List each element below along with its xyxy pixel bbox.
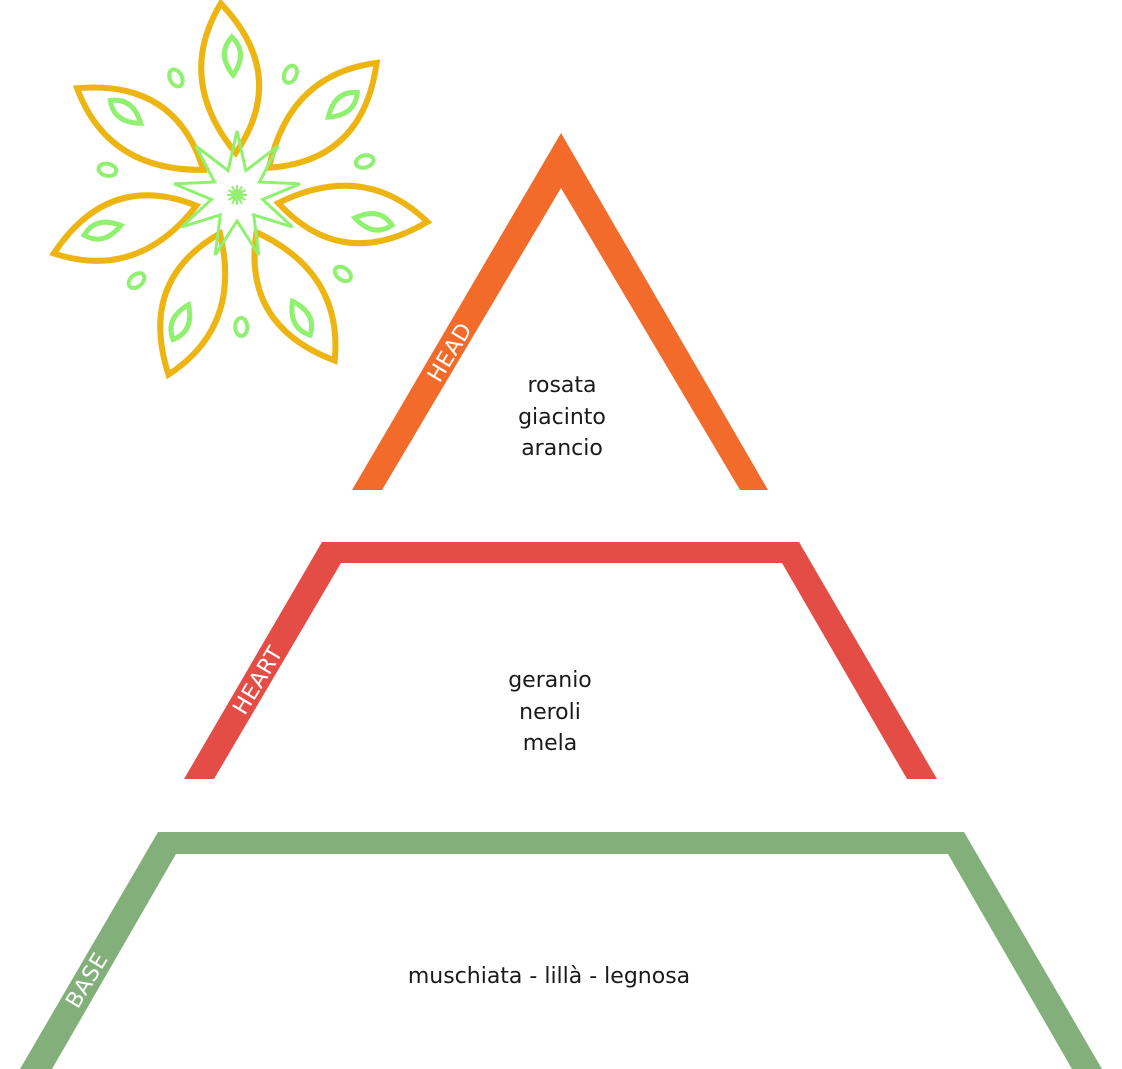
heart-note: mela [523,731,578,756]
base-note: muschiata - lillà - legnosa [408,964,690,989]
heart-note: neroli [519,700,581,725]
flower-seed [325,90,360,120]
flower-petal [198,0,263,159]
flower-dot [281,63,299,85]
head-notes: rosata giacinto arancio [518,373,606,461]
head-note: rosata [527,373,596,398]
flower-seed [107,97,145,126]
heart-notes: geranio neroli mela [508,668,592,756]
flower-dot [167,67,185,89]
base-tier-label: BASE [61,949,113,1013]
flower-dot [353,153,376,170]
flower-petal [273,182,433,247]
flower-petal [49,192,202,264]
flower-seed [350,211,396,233]
head-tier-frame [352,133,768,490]
flower-seed [168,300,193,343]
head-note: arancio [521,436,603,461]
flower-dot [126,271,147,291]
base-tier-frame [20,832,1102,1069]
flower-star-icon [173,130,301,256]
head-tier-label: HEAD [423,319,478,387]
flower-mandala-icon [49,0,433,380]
heart-note: geranio [508,668,592,693]
flower-petal [265,59,381,172]
flower-seed [289,297,315,339]
flower-petal [72,84,208,173]
flower-dot [233,315,250,338]
head-note: giacinto [518,405,606,430]
flower-seed [221,33,243,80]
flower-seed [80,219,126,242]
flower-center-ray [236,189,247,196]
flower-petal [157,228,229,380]
flower-dot [96,161,119,178]
flower-petal [251,227,339,365]
flower-dot [332,264,353,284]
